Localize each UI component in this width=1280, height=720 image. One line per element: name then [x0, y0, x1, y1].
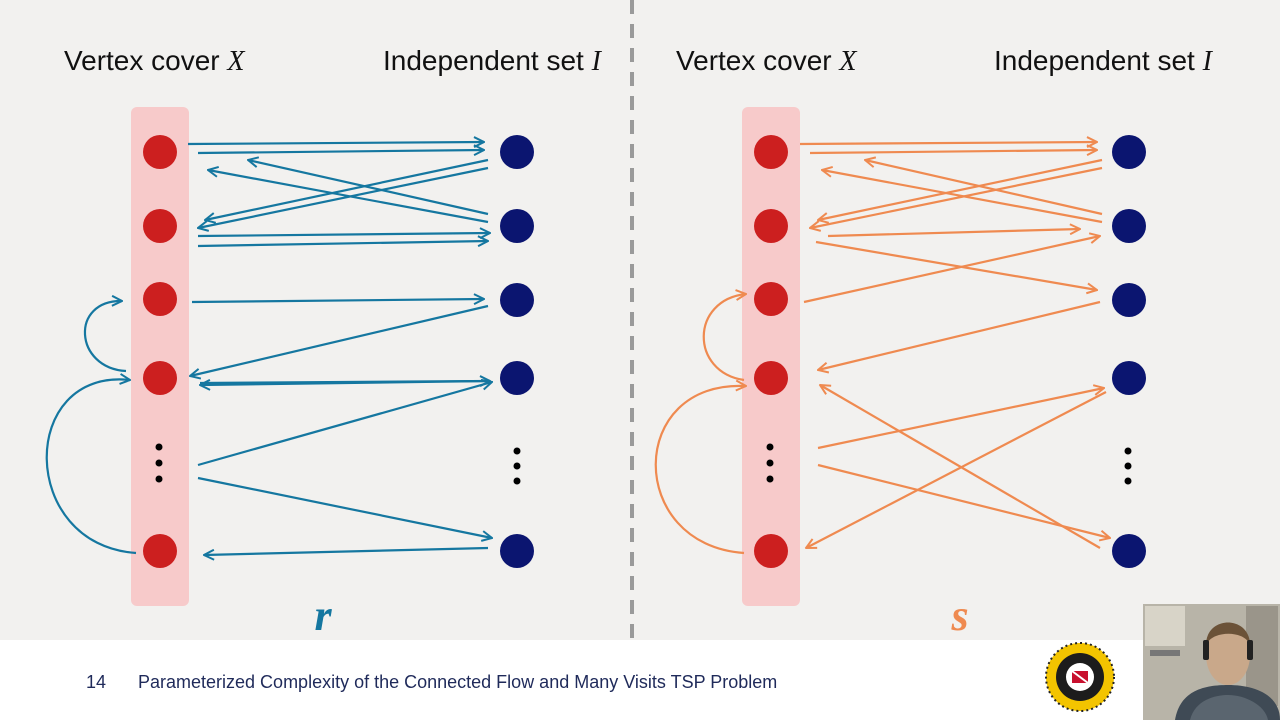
is-node — [1112, 283, 1146, 317]
self-loop-arrow — [83, 301, 127, 373]
is-node — [500, 135, 534, 169]
left-vertex-cover-heading: Vertex cover X — [64, 45, 245, 77]
edge-arrow — [199, 381, 490, 383]
presenter-webcam — [1143, 604, 1280, 720]
right-independent-nodes — [1112, 135, 1146, 568]
right-vertex-cover-highlight — [742, 107, 800, 606]
left-independent-set-heading: Independent set I — [383, 45, 603, 77]
is-node — [1112, 209, 1146, 243]
edge-arrow — [190, 304, 489, 376]
tour-label-r: r — [314, 591, 332, 640]
edge-arrow — [187, 142, 484, 144]
vc-node — [754, 361, 788, 395]
edge-arrow — [799, 142, 1097, 144]
vc-node — [143, 534, 177, 568]
is-node — [1112, 534, 1146, 568]
page-number: 14 — [86, 672, 106, 692]
is-node — [500, 283, 534, 317]
self-loop-arrow — [45, 379, 137, 555]
vc-node — [143, 209, 177, 243]
edge-arrow — [197, 382, 492, 467]
left-independent-nodes — [500, 135, 534, 568]
tour-label-s: s — [950, 591, 968, 640]
is-node — [500, 209, 534, 243]
left-tour-edges — [45, 142, 492, 555]
right-vertex-cover-heading: Vertex cover X — [676, 45, 857, 77]
is-node — [500, 534, 534, 568]
left-vertex-cover-highlight — [131, 107, 189, 606]
vc-node — [143, 135, 177, 169]
edge-arrow — [197, 476, 492, 538]
right-vertex-cover-nodes — [754, 135, 788, 568]
edge-arrow — [815, 240, 1097, 290]
is-node — [1112, 361, 1146, 395]
edge-arrow — [820, 385, 1101, 549]
vc-node — [754, 282, 788, 316]
edge-arrow — [197, 150, 484, 153]
edge-arrow — [809, 150, 1097, 153]
edge-arrow — [827, 229, 1080, 238]
vc-node — [754, 209, 788, 243]
edge-arrow — [818, 300, 1101, 370]
edge-arrow — [205, 158, 489, 220]
edge-arrow — [204, 546, 489, 555]
vc-node — [143, 282, 177, 316]
vc-node — [754, 135, 788, 169]
left-vertex-cover-nodes — [143, 135, 177, 568]
is-node — [500, 361, 534, 395]
right-is-ellipsis — [1124, 447, 1132, 485]
edge-arrow — [818, 158, 1103, 220]
edge-arrow — [198, 166, 489, 228]
edge-arrow — [191, 299, 484, 302]
edge-arrow — [810, 166, 1103, 228]
slide-background — [0, 0, 1280, 640]
edge-arrow — [197, 233, 490, 236]
vc-node — [754, 534, 788, 568]
self-loop-arrow — [702, 294, 746, 382]
left-vc-ellipsis — [155, 443, 163, 483]
vc-node — [143, 361, 177, 395]
edge-arrow — [806, 391, 1107, 548]
footer-title: Parameterized Complexity of the Connecte… — [138, 672, 777, 692]
right-vc-ellipsis — [766, 443, 774, 483]
right-panel: Vertex cover X Independent set I — [654, 45, 1214, 640]
right-tour-edges — [654, 142, 1110, 555]
edge-arrow — [865, 160, 1103, 216]
left-is-ellipsis — [513, 447, 521, 485]
university-seal-icon — [1045, 642, 1115, 712]
is-node — [1112, 135, 1146, 169]
self-loop-arrow — [654, 386, 746, 555]
edge-arrow — [803, 236, 1100, 304]
right-independent-set-heading: Independent set I — [994, 45, 1214, 77]
left-panel: Vertex cover X Independent set I — [45, 45, 603, 640]
edge-arrow — [197, 241, 488, 248]
edge-arrow — [248, 160, 489, 216]
edge-arrow — [817, 388, 1104, 450]
